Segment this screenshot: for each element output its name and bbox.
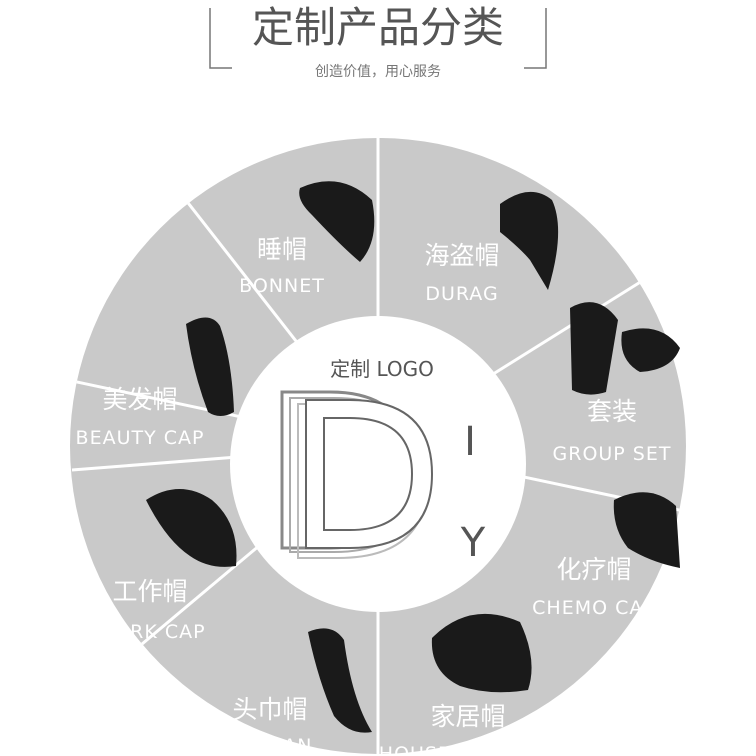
page-title: 定制产品分类 (252, 3, 504, 52)
center-label: 定制 LOGO (330, 357, 434, 381)
category-cn-label: 睡帽 (257, 235, 307, 264)
category-cn-label: 美发帽 (102, 385, 177, 414)
category-en-label: BONNET (239, 275, 325, 297)
bonnet-icon (299, 181, 375, 262)
category-durag[interactable]: 海盗帽 DURAG (424, 191, 559, 305)
category-bonnet[interactable]: 睡帽 BONNET (239, 181, 375, 297)
letter-y: Y (460, 520, 486, 566)
header: 定制产品分类 创造价值，用心服务 (209, 3, 547, 80)
category-cn-label: 套装 (587, 397, 637, 426)
category-en-label: HOUSEHOLD CAP (379, 743, 557, 756)
page-subtitle: 创造价值，用心服务 (315, 64, 441, 80)
category-en-label: CHEMO CAP (532, 597, 656, 619)
category-en-label: WORK CAP (94, 621, 205, 643)
turban-icon (308, 628, 372, 733)
beauty-cap-icon (186, 317, 234, 416)
category-beauty-cap[interactable]: 美发帽 BEAUTY CAP (76, 317, 234, 449)
category-turban[interactable]: 头巾帽 TURBAN (227, 628, 372, 756)
letter-i: I (464, 419, 476, 465)
category-work-cap[interactable]: 工作帽 WORK CAP (94, 489, 237, 643)
work-cap-icon (146, 489, 237, 567)
category-cn-label: 头巾帽 (232, 695, 307, 724)
category-en-label: TURBAN (227, 735, 313, 756)
category-cn-label: 工作帽 (112, 577, 187, 606)
category-group-set[interactable]: 套装 GROUP SET (553, 302, 680, 465)
category-chemo-cap[interactable]: 化疗帽 CHEMO CAP (532, 492, 680, 619)
category-household-cap[interactable]: 家居帽 HOUSEHOLD CAP (379, 613, 557, 756)
category-en-label: DURAG (425, 283, 498, 305)
category-en-label: BEAUTY CAP (76, 427, 205, 449)
right-bracket (524, 8, 547, 69)
durag-icon (500, 191, 559, 290)
category-cn-label: 化疗帽 (556, 555, 631, 584)
left-bracket (209, 8, 232, 69)
category-cn-label: 海盗帽 (424, 241, 499, 270)
category-cn-label: 家居帽 (430, 702, 505, 731)
big-d-logo (280, 390, 434, 559)
category-en-label: GROUP SET (553, 443, 672, 465)
group-set-icon (570, 302, 680, 395)
chemo-cap-icon (613, 492, 680, 568)
household-cap-icon (431, 613, 532, 693)
